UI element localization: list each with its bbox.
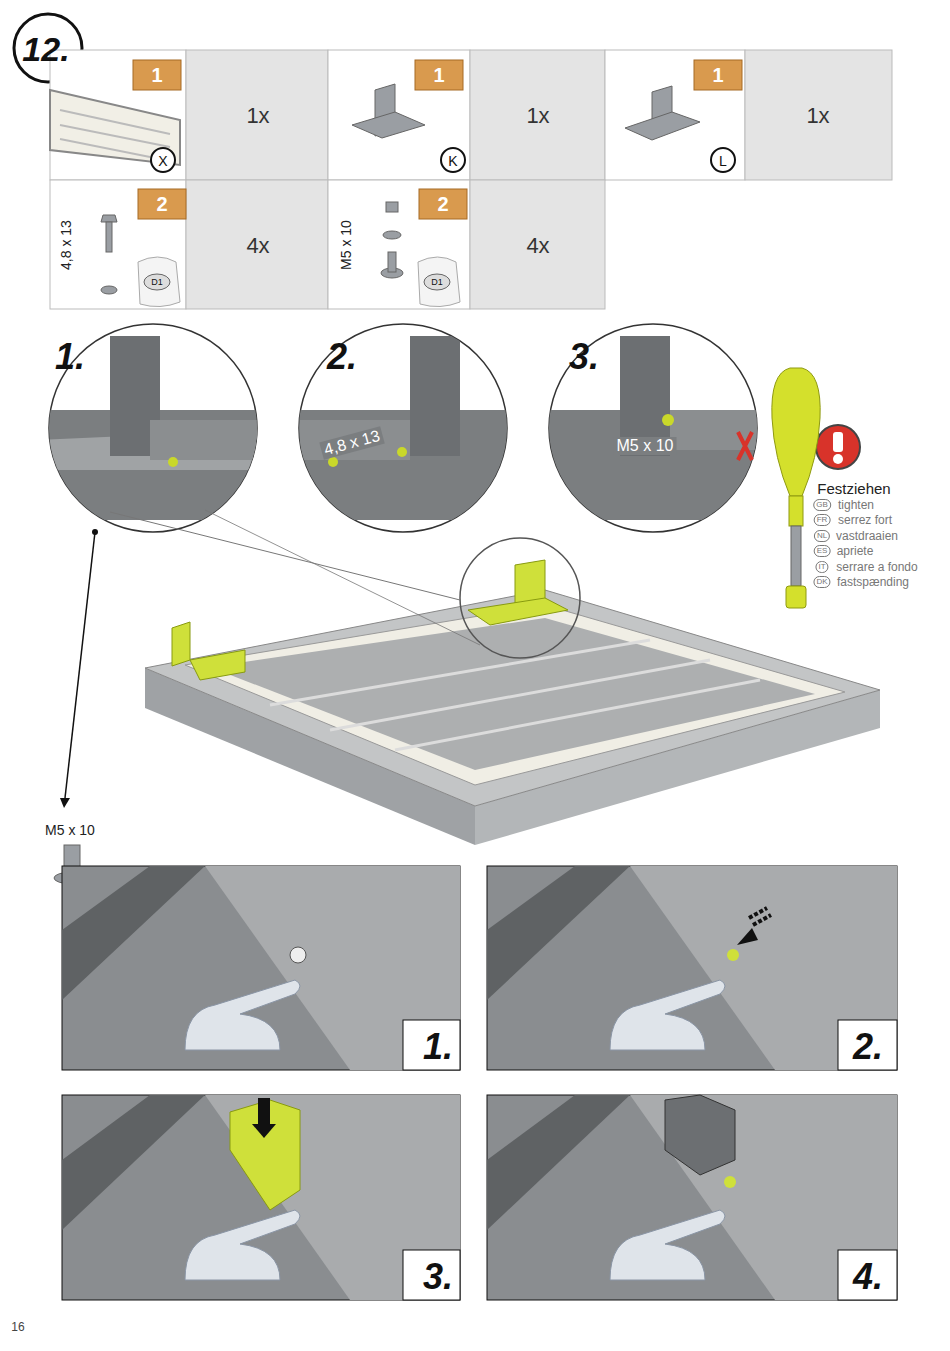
step-number: 4. xyxy=(853,1259,883,1295)
step-number: 2. xyxy=(327,339,357,375)
language-code: GB xyxy=(813,499,831,511)
screw-size: 4,8 x 13 xyxy=(59,220,73,270)
instruction: apriete xyxy=(837,545,874,557)
language-code: ES xyxy=(814,545,831,557)
language-code: FR xyxy=(814,514,831,526)
step-number: 2. xyxy=(853,1029,883,1065)
instruction: serrare a fondo xyxy=(836,561,917,573)
box-number: 1 xyxy=(712,65,723,85)
bag-code: D1 xyxy=(151,278,163,287)
screw-size: M5 x 10 xyxy=(45,823,95,837)
quantity: 4x xyxy=(526,235,549,257)
language-code: DK xyxy=(813,576,830,588)
quantity: 1x xyxy=(526,105,549,127)
page-number: 16 xyxy=(11,1321,24,1333)
instruction: tighten xyxy=(838,499,874,511)
screw-size: M5 x 10 xyxy=(614,437,677,455)
instruction: serrez fort xyxy=(838,514,892,526)
box-number: 1 xyxy=(151,65,162,85)
step-number: 3. xyxy=(423,1259,453,1295)
instruction: Festziehen xyxy=(817,481,890,496)
part-letter: L xyxy=(719,154,727,168)
language-code: IT xyxy=(815,561,828,573)
screw-size: M5 x 10 xyxy=(339,220,353,270)
box-number: 2 xyxy=(156,194,167,214)
language-code: NL xyxy=(814,530,830,542)
step-number: 1. xyxy=(423,1029,453,1065)
part-letter: X xyxy=(158,154,167,168)
quantity: 1x xyxy=(806,105,829,127)
instruction: fastspænding xyxy=(837,576,909,588)
bag-code: D1 xyxy=(431,278,443,287)
step-number: 1. xyxy=(55,339,85,375)
box-number: 1 xyxy=(433,65,444,85)
part-letter: K xyxy=(448,154,457,168)
box-number: 2 xyxy=(437,194,448,214)
quantity: 4x xyxy=(246,235,269,257)
step-number: 12. xyxy=(22,32,69,66)
quantity: 1x xyxy=(246,105,269,127)
step-number: 3. xyxy=(569,339,599,375)
instruction: vastdraaien xyxy=(836,530,898,542)
